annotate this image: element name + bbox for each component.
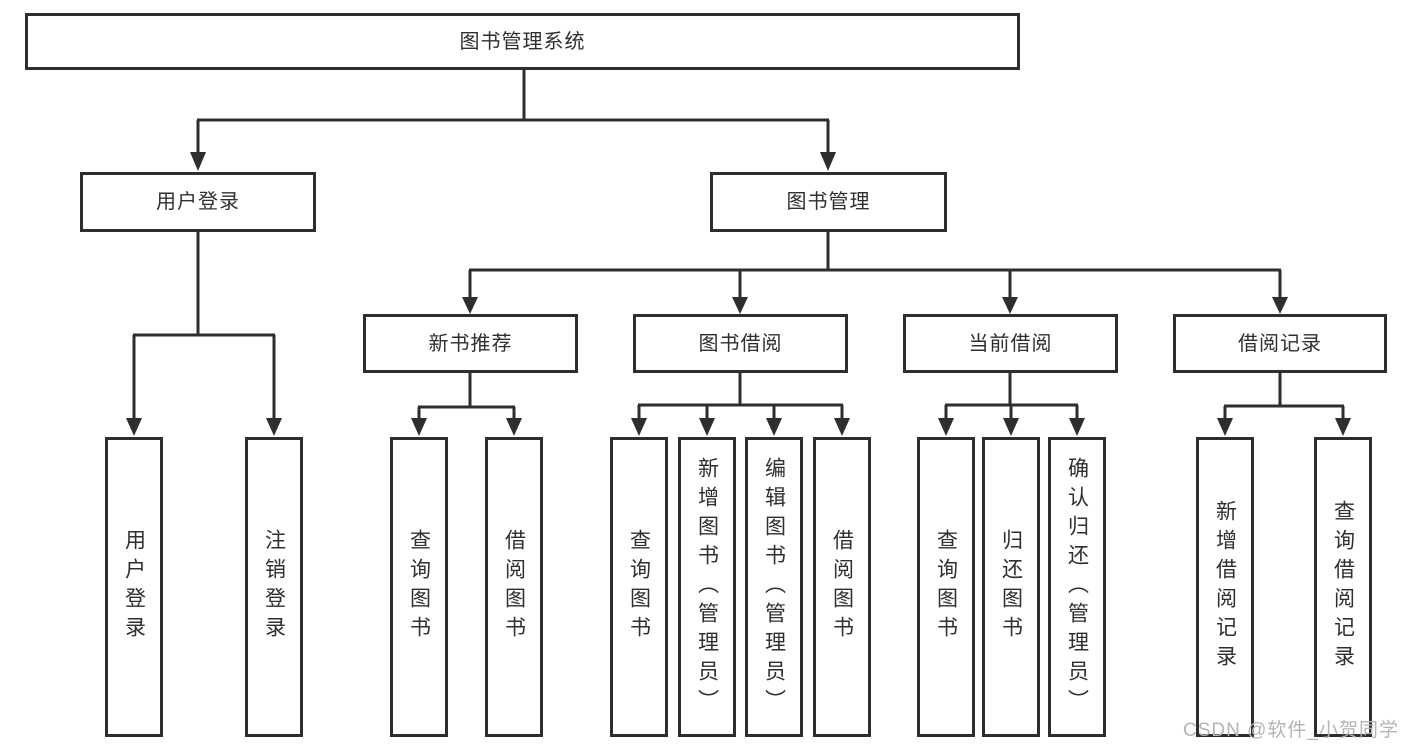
node-borrow-records: 借阅记录 [1173, 314, 1387, 373]
watermark: CSDN @软件_小贺同学 [1183, 720, 1399, 741]
node-root: 图书管理系统 [25, 13, 1020, 70]
node-current-borrow: 当前借阅 [903, 314, 1118, 373]
node-new-book-recommend: 新书推荐 [363, 314, 578, 373]
leaf-add-books-admin: 新增图书（管理员） [678, 437, 736, 737]
leaf-user-login: 用户登录 [105, 437, 163, 737]
leaf-query-books-recommend: 查询图书 [390, 437, 448, 737]
leaf-confirm-return-admin: 确认归还（管理员） [1048, 437, 1106, 737]
leaf-query-books-current: 查询图书 [917, 437, 975, 737]
node-book-management: 图书管理 [710, 172, 947, 232]
leaf-borrow-books: 借阅图书 [813, 437, 871, 737]
leaf-borrow-books-recommend: 借阅图书 [485, 437, 543, 737]
leaf-edit-books-admin: 编辑图书（管理员） [745, 437, 803, 737]
node-user-login: 用户登录 [80, 172, 316, 232]
leaf-add-borrow-record: 新增借阅记录 [1196, 437, 1254, 737]
leaf-query-books-borrow: 查询图书 [610, 437, 668, 737]
leaf-query-borrow-record: 查询借阅记录 [1314, 437, 1372, 737]
leaf-return-books: 归还图书 [982, 437, 1040, 737]
node-book-borrow: 图书借阅 [633, 314, 848, 373]
leaf-logout: 注销登录 [245, 437, 303, 737]
